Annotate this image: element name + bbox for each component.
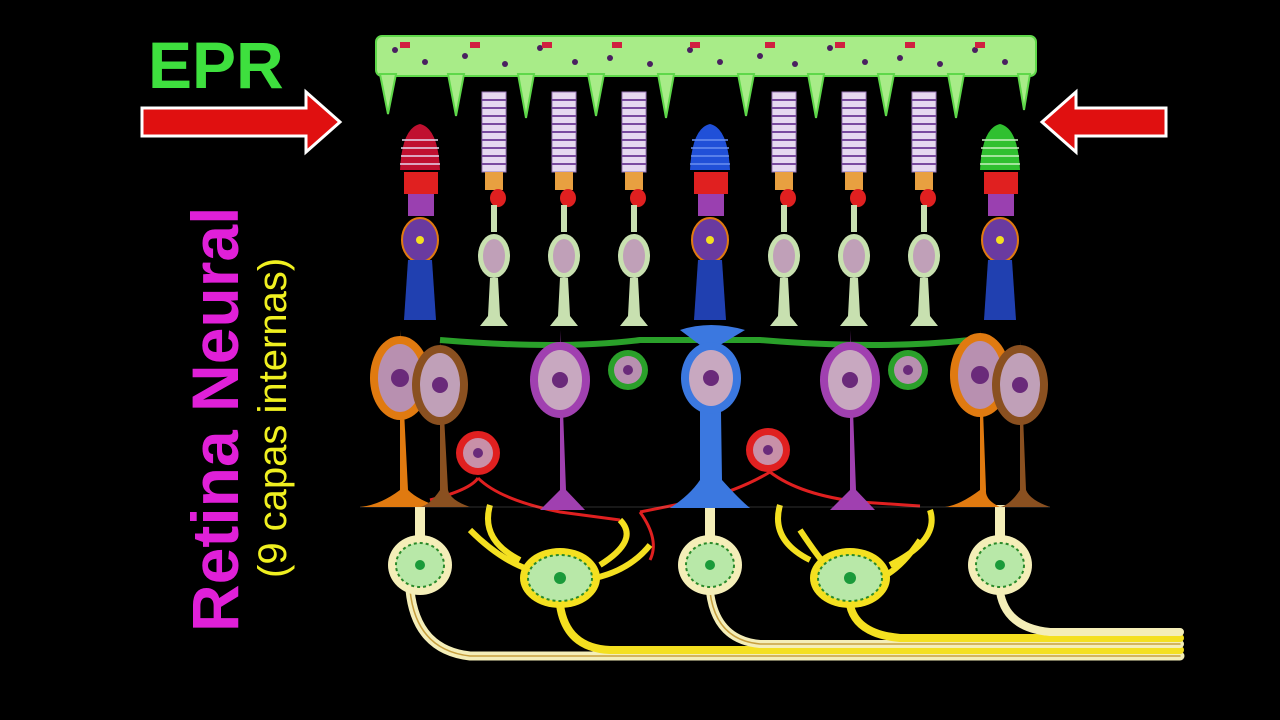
cone-green <box>980 124 1020 320</box>
horizontal-cells-right <box>945 330 1050 507</box>
epr-label: EPR <box>148 28 284 102</box>
pigment-epithelium <box>375 35 1037 119</box>
retina-neural-label: Retina Neural <box>178 207 252 632</box>
horizontal-cells-left <box>360 330 470 507</box>
large-ganglion-cells <box>467 504 935 608</box>
axon-bundle <box>405 585 1185 661</box>
amacrine-cells <box>456 428 790 475</box>
small-horizontal-cells <box>608 350 928 390</box>
arrow-left-icon <box>1039 88 1168 156</box>
arrow-right-icon <box>140 88 343 156</box>
bipolar-cells <box>530 330 880 510</box>
cone-blue <box>690 124 730 320</box>
blue-bipolar-cell <box>670 325 750 508</box>
small-ganglion-cells <box>388 505 1032 595</box>
subtitle-label: (9 capas internas) <box>251 258 295 578</box>
cone-red <box>400 124 440 320</box>
rod-cells <box>478 91 940 326</box>
